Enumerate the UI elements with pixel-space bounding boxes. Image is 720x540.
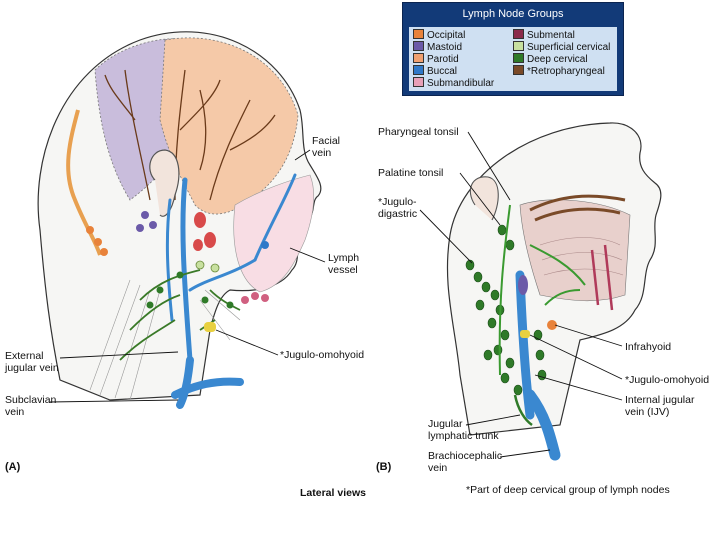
brachiocephalic-vein bbox=[524, 389, 561, 461]
legend-label: Submental bbox=[527, 30, 575, 41]
legend-swatch bbox=[413, 41, 424, 51]
legend-item: Submental bbox=[513, 29, 575, 41]
label-jugulodigastric: *Jugulo-digastric bbox=[378, 196, 418, 220]
nodes-a bbox=[136, 211, 269, 332]
legend-swatch bbox=[513, 53, 524, 63]
legend-label: Superficial cervical bbox=[527, 42, 611, 53]
legend-item: Superficial cervical bbox=[513, 41, 610, 53]
label-infrahyoid: Infrahyoid bbox=[625, 341, 672, 353]
jugulo-omohyoid-node bbox=[520, 330, 530, 338]
panel-a-illustration bbox=[37, 31, 326, 409]
legend-item: Parotid bbox=[413, 53, 459, 65]
legend-body: Occipital Mastoid Parotid Buccal Submand… bbox=[409, 27, 617, 91]
caption-footnote: *Part of deep cervical group of lymph no… bbox=[466, 484, 670, 496]
caption-lateral-views: Lateral views bbox=[300, 487, 366, 499]
legend-item: *Retropharyngeal bbox=[513, 65, 605, 77]
legend-swatch bbox=[513, 65, 524, 75]
legend-label: Submandibular bbox=[427, 78, 495, 89]
legend-label: Mastoid bbox=[427, 42, 463, 53]
legend-item: Mastoid bbox=[413, 41, 462, 53]
external-jugular-vein bbox=[180, 177, 193, 363]
label-palatine-tonsil: Palatine tonsil bbox=[378, 167, 444, 179]
legend-label: *Retropharyngeal bbox=[527, 66, 605, 77]
panel-a-tag: (A) bbox=[5, 461, 21, 473]
label-jugulo-omohyoid-b: *Jugulo-omohyoid bbox=[625, 374, 710, 386]
legend-swatch bbox=[413, 77, 424, 87]
lymph-node-legend: Lymph Node Groups Occipital Mastoid Paro… bbox=[402, 2, 624, 96]
legend-swatch bbox=[413, 65, 424, 75]
legend-label: Parotid bbox=[427, 54, 459, 65]
label-pharyngeal-tonsil: Pharyngeal tonsil bbox=[378, 126, 459, 138]
panel-b-tag: (B) bbox=[376, 461, 392, 473]
panel-b-illustration bbox=[419, 122, 662, 461]
occipital-vessel bbox=[66, 109, 102, 256]
legend-label: Buccal bbox=[427, 66, 458, 77]
legend-label: Occipital bbox=[427, 30, 466, 41]
facial-vein bbox=[253, 173, 297, 262]
submandibular-region bbox=[233, 174, 315, 293]
jugular-lymphatic-trunk bbox=[513, 394, 533, 427]
legend-swatch bbox=[413, 53, 424, 63]
legend-title: Lymph Node Groups bbox=[462, 8, 564, 20]
label-jugulo-omohyoid-a: *Jugulo-omohyoid bbox=[280, 349, 365, 361]
legend-swatch bbox=[413, 29, 424, 39]
pharynx bbox=[519, 199, 631, 302]
legend-item: Occipital bbox=[413, 29, 465, 41]
legend-swatch bbox=[513, 29, 524, 39]
legend-item: Buccal bbox=[413, 65, 457, 77]
ear-b bbox=[469, 176, 499, 221]
jugulodigastric-node bbox=[518, 275, 528, 295]
legend-item: Submandibular bbox=[413, 77, 494, 89]
legend-label: Deep cervical bbox=[527, 54, 588, 65]
legend-swatch bbox=[513, 41, 524, 51]
legend-item: Deep cervical bbox=[513, 53, 588, 65]
